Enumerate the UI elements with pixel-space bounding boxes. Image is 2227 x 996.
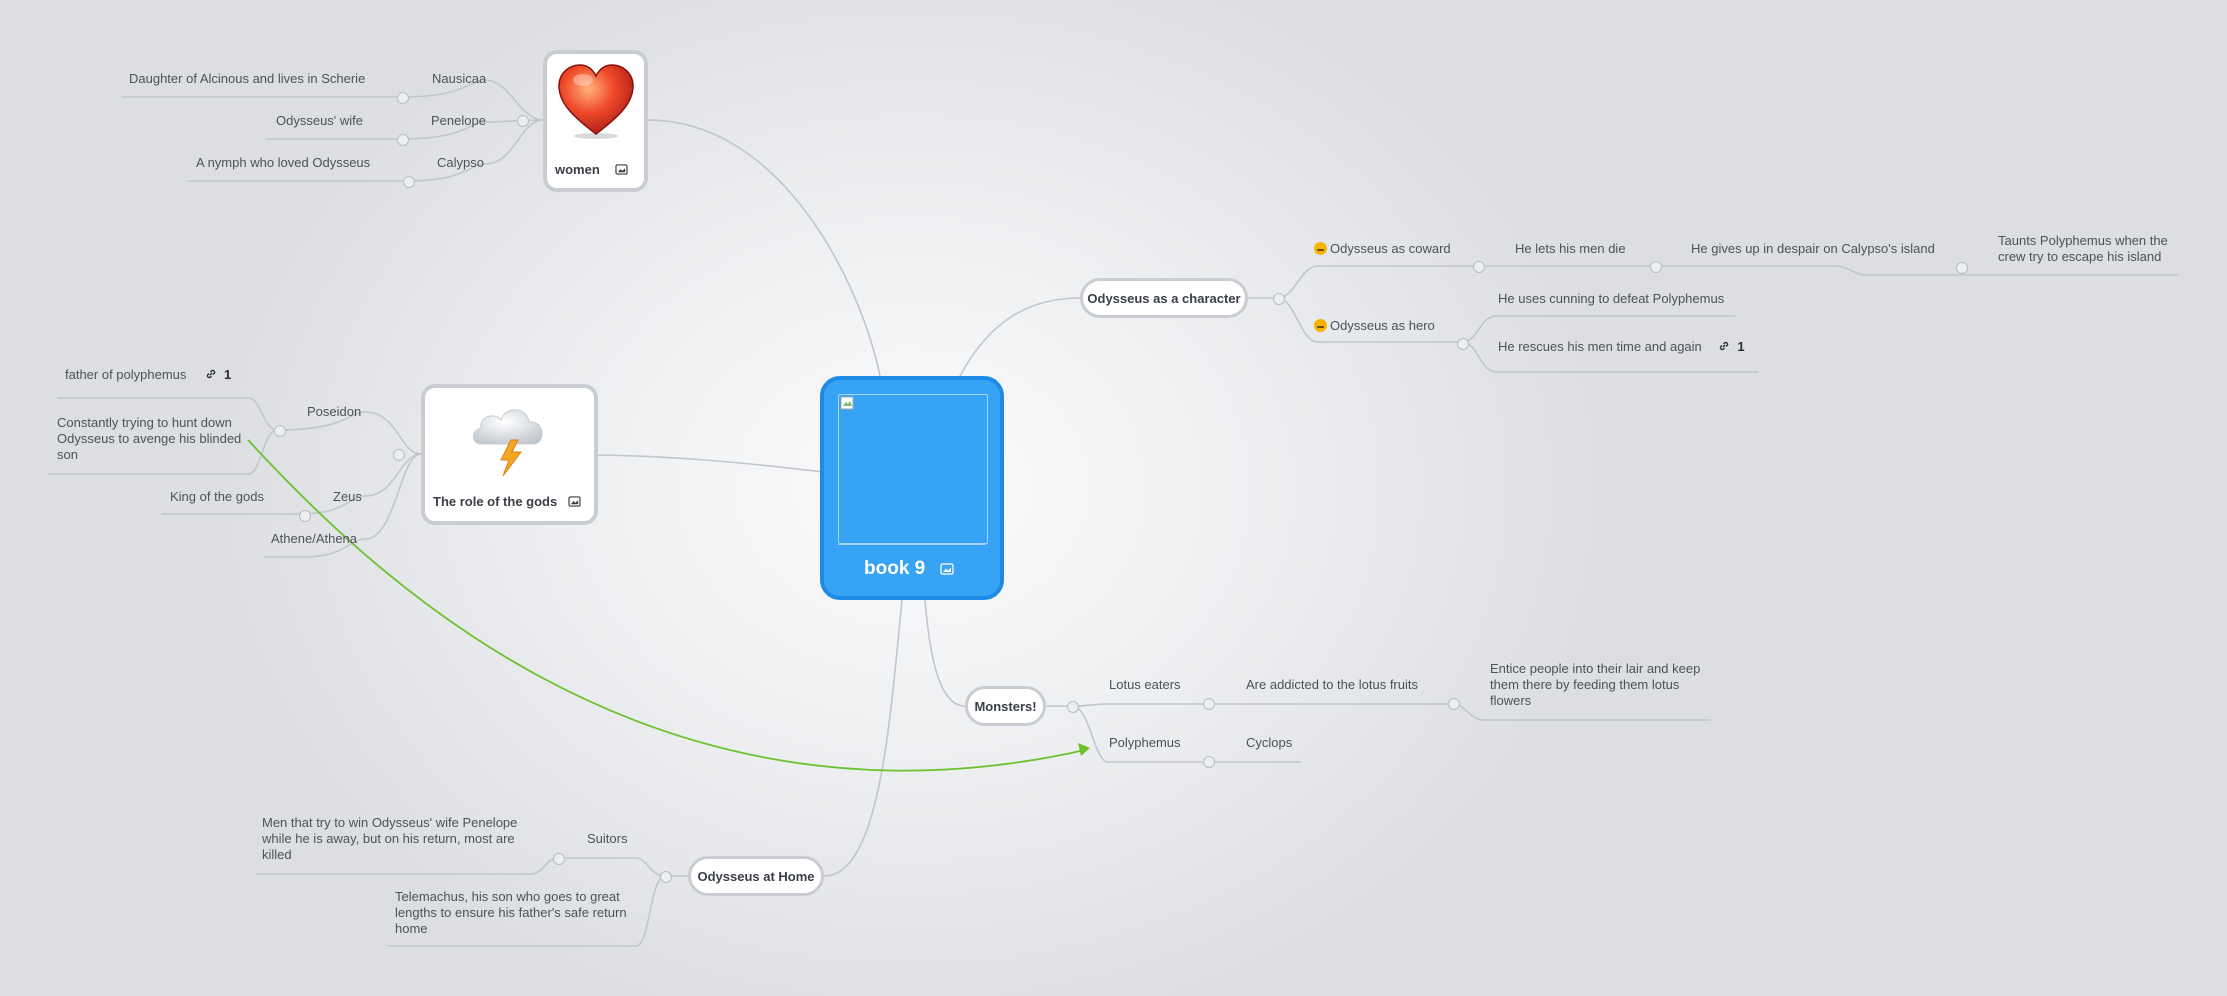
subtopic-text: He rescues his men time and again — [1498, 339, 1702, 354]
collapse-toggle[interactable] — [397, 92, 409, 104]
subtopic-text: father of polyphemus — [65, 367, 187, 382]
collapse-toggle[interactable] — [397, 134, 409, 146]
collapse-toggle[interactable] — [1448, 698, 1460, 710]
link-icon[interactable] — [1717, 339, 1731, 353]
subtopic-cunning[interactable]: He uses cunning to defeat Polyphemus — [1498, 291, 1725, 306]
subtopic-poseidon[interactable]: Poseidon — [307, 404, 362, 419]
subtopic-cyclops[interactable]: Cyclops — [1246, 735, 1293, 750]
subtopic-rescues-men[interactable]: He rescues his men time and again 1 — [1498, 339, 1745, 355]
topic-label: The role of the gods — [433, 494, 558, 509]
sad-face-emoji — [1314, 242, 1327, 255]
storm-cloud-image — [473, 409, 543, 477]
subtopic-taunts-polyphemus[interactable]: Taunts Polyphemus when the crew try to e… — [1998, 233, 2168, 264]
image-icon[interactable] — [940, 563, 954, 575]
collapse-toggle[interactable] — [274, 425, 286, 437]
topic-label: women — [555, 162, 600, 177]
collapse-toggle[interactable] — [1956, 262, 1968, 274]
collapse-toggle[interactable] — [1457, 338, 1469, 350]
subtopic-athena[interactable]: Athene/Athena — [271, 531, 358, 546]
collapse-toggle[interactable] — [403, 176, 415, 188]
subtopic-polyphemus-father[interactable]: father of polyphemus 1 — [65, 367, 231, 383]
collapse-toggle[interactable] — [393, 449, 405, 461]
subtopic-lotus-entice[interactable]: Entice people into their lair and keep t… — [1490, 661, 1701, 708]
subtopic-text: Odysseus as hero — [1330, 318, 1435, 333]
subtopic-lotus-eaters[interactable]: Lotus eaters — [1109, 677, 1181, 692]
subtopic-text: Odysseus as coward — [1330, 241, 1451, 256]
subtopic-suitors-detail[interactable]: Men that try to win Odysseus' wife Penel… — [262, 815, 518, 862]
topic-monsters[interactable]: Monsters! — [965, 686, 1046, 726]
subtopic-poseidon-hunt[interactable]: Constantly trying to hunt down Odysseus … — [57, 415, 242, 462]
broken-image-icon — [840, 396, 854, 410]
collapse-toggle[interactable] — [1203, 698, 1215, 710]
topic-gods[interactable]: The role of the gods — [421, 384, 598, 525]
collapse-toggle[interactable] — [1067, 701, 1079, 713]
subtopic-nausicaa-detail[interactable]: Daughter of Alcinous and lives in Scheri… — [129, 71, 366, 86]
collapse-toggle[interactable] — [660, 871, 672, 883]
topic-odysseus-home[interactable]: Odysseus at Home — [688, 856, 824, 896]
subtopic-penelope[interactable]: Penelope — [431, 113, 486, 128]
topic-odysseus-character[interactable]: Odysseus as a character — [1080, 278, 1248, 318]
collapse-toggle[interactable] — [1650, 261, 1662, 273]
subtopic-lets-men-die[interactable]: He lets his men die — [1515, 241, 1626, 256]
subtopic-hero[interactable]: Odysseus as hero — [1314, 318, 1435, 334]
subtopic-zeus-detail[interactable]: King of the gods — [170, 489, 264, 504]
root-image-placeholder — [838, 394, 988, 544]
subtopic-calypso[interactable]: Calypso — [437, 155, 484, 170]
link-count: 1 — [1737, 339, 1745, 354]
subtopic-polyphemus[interactable]: Polyphemus — [1109, 735, 1181, 750]
heart-image — [558, 64, 634, 139]
subtopic-calypso-despair[interactable]: He gives up in despair on Calypso's isla… — [1691, 241, 1935, 256]
link-icon[interactable] — [204, 367, 218, 381]
collapse-toggle[interactable] — [299, 510, 311, 522]
collapse-toggle[interactable] — [1273, 293, 1285, 305]
relationship-arrow[interactable] — [247, 439, 1086, 772]
subtopic-penelope-detail[interactable]: Odysseus' wife — [276, 113, 364, 128]
root-topic[interactable]: book 9 — [820, 376, 1004, 600]
image-icon[interactable] — [615, 164, 628, 175]
relationship-arrow-head — [1078, 743, 1090, 756]
subtopic-lotus-addicted[interactable]: Are addicted to the lotus fruits — [1246, 677, 1418, 692]
collapse-toggle[interactable] — [1203, 756, 1215, 768]
topic-women[interactable]: women — [543, 50, 648, 192]
subtopic-nausicaa[interactable]: Nausicaa — [432, 71, 487, 86]
link-count: 1 — [224, 367, 232, 382]
collapse-toggle[interactable] — [517, 115, 529, 127]
smile-face-emoji — [1314, 319, 1327, 332]
subtopic-zeus[interactable]: Zeus — [333, 489, 362, 504]
collapse-toggle[interactable] — [553, 853, 565, 865]
subtopic-calypso-detail[interactable]: A nymph who loved Odysseus — [196, 155, 371, 170]
subtopic-suitors[interactable]: Suitors — [587, 831, 628, 846]
collapse-toggle[interactable] — [1473, 261, 1485, 273]
root-title: book 9 — [864, 558, 926, 579]
subtopic-coward[interactable]: Odysseus as coward — [1314, 241, 1451, 257]
root-divider — [838, 544, 986, 545]
image-icon[interactable] — [568, 496, 581, 507]
subtopic-telemachus[interactable]: Telemachus, his son who goes to great le… — [395, 889, 627, 936]
